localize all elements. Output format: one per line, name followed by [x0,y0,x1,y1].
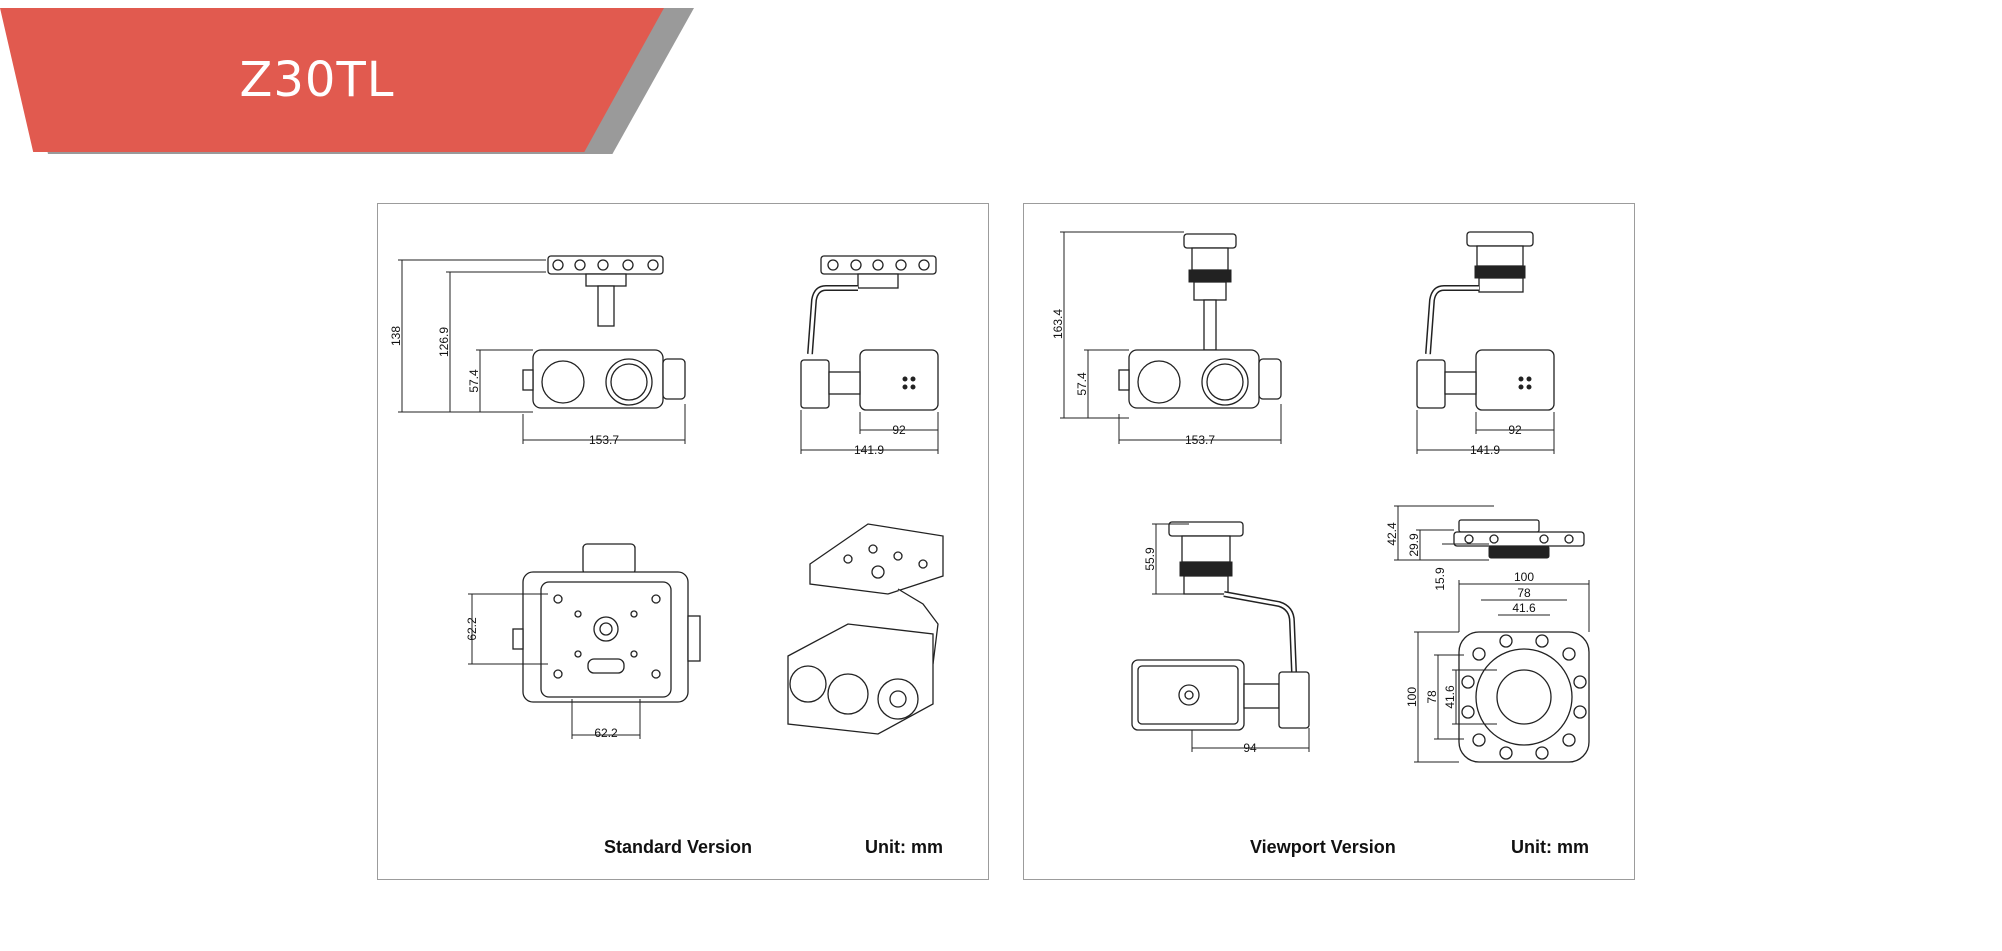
dim-top-height: 55.9 [1143,547,1157,571]
dim-side-depth-body: 92 [892,423,906,437]
standard-unit-label: Unit: mm [865,837,943,857]
standard-drawing: 138 126.9 57.4 153.7 92 141.9 62.2 62.2 [389,255,944,740]
title-banner [0,8,664,152]
side-view [1416,231,1555,454]
dim-plate-w-inner: 41.6 [1512,601,1536,615]
dim-front-width: 153.7 [589,433,619,447]
viewport-drawing: 163.4 57.4 153.7 92 141.9 55.9 94 42.4 2… [1051,231,1590,763]
dim-front-height-total: 163.4 [1051,309,1065,339]
dim-plate-h-mid: 29.9 [1407,533,1421,557]
standard-version-caption: Standard Version [604,837,753,857]
dim-side-depth-total: 141.9 [1470,443,1500,457]
front-view [398,255,686,444]
front-view [1060,231,1282,444]
iso-view [787,523,944,735]
top-view [1131,521,1310,752]
back-view [468,543,701,739]
dim-back-width: 62.2 [594,726,618,740]
dim-plate-h-total: 42.4 [1385,522,1399,546]
standard-version-panel: 138 126.9 57.4 153.7 92 141.9 62.2 62.2 … [377,203,989,880]
dim-front-height-total: 138 [389,326,403,346]
dim-top-depth: 94 [1243,741,1257,755]
dim-plate-v-inner: 41.6 [1443,685,1457,709]
dim-plate-h-low: 15.9 [1433,567,1447,591]
dim-plate-v-outer: 100 [1405,687,1419,707]
plate-bottom-view [1414,580,1590,763]
viewport-version-panel: 163.4 57.4 153.7 92 141.9 55.9 94 42.4 2… [1023,203,1635,880]
viewport-unit-label: Unit: mm [1511,837,1589,857]
dim-plate-w-mid: 78 [1517,586,1531,600]
side-view [800,255,939,454]
dim-front-height-mount: 126.9 [437,327,451,357]
plate-side-view [1394,505,1585,561]
dim-plate-v-mid: 78 [1425,690,1439,704]
viewport-version-caption: Viewport Version [1250,837,1396,857]
dim-plate-w-outer: 100 [1514,570,1534,584]
dim-side-depth-total: 141.9 [854,443,884,457]
dim-front-height-body: 57.4 [1075,372,1089,396]
product-title: Z30TL [239,52,395,108]
dim-front-height-body: 57.4 [467,369,481,393]
dim-back-height: 62.2 [465,617,479,641]
dim-front-width: 153.7 [1185,433,1215,447]
dim-side-depth-body: 92 [1508,423,1522,437]
